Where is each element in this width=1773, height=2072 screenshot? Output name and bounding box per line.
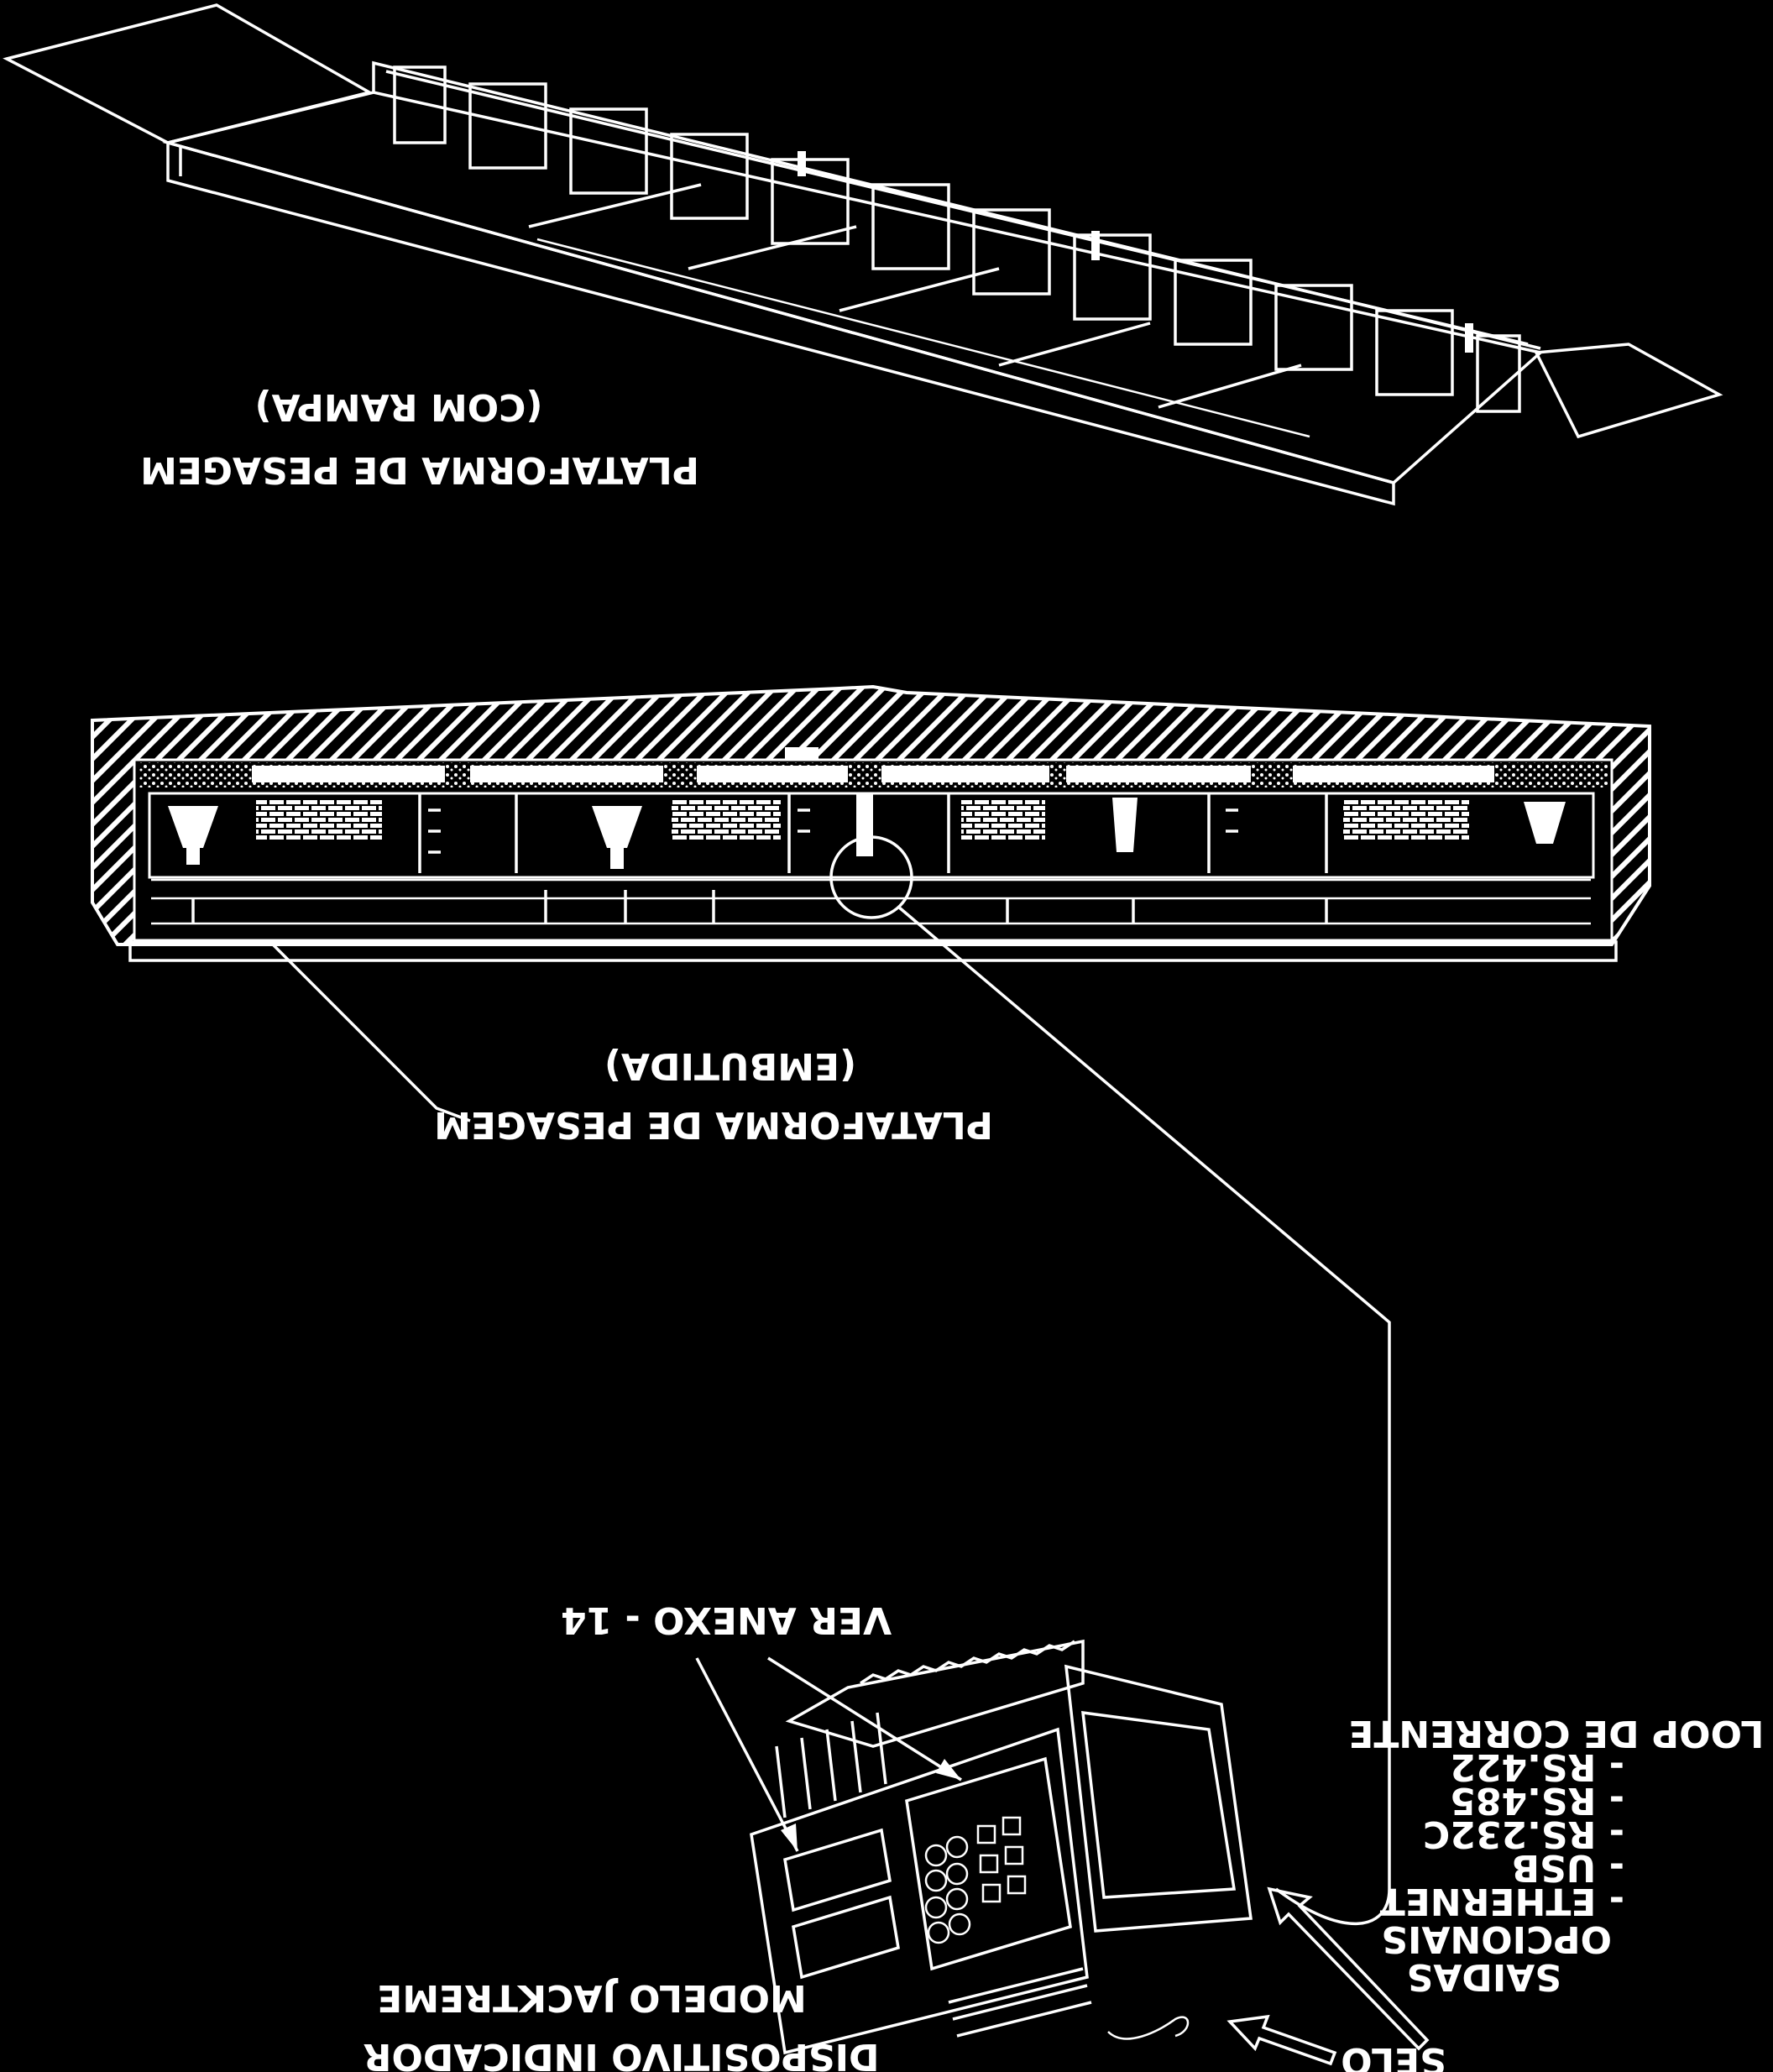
annex-leader-1 <box>695 1657 799 1852</box>
indicator-label-line2: MODELO JACKTREME <box>377 1976 807 2019</box>
output-option: - RS.232C <box>1423 1813 1624 1855</box>
connection-cable <box>897 905 1391 1926</box>
output-option: - RS.422 <box>1450 1745 1624 1788</box>
see-annex-label: VER ANEXO - 14 <box>561 1598 892 1641</box>
indicator-label-line1: DISPOSITIVO INDICADOR <box>363 2035 880 2072</box>
outputs-label-line2: OPCIONAIS <box>1381 1918 1612 1960</box>
output-option: - RS.485 <box>1450 1779 1624 1822</box>
outputs-arrow <box>1267 1886 1430 2051</box>
embedded-platform-label-line2: (EMBUTIDA) <box>604 1044 856 1087</box>
indicator-device-drawing <box>750 1639 1253 2055</box>
ramp-platform-label-line1: PLATAFORMA DE PESAGEM <box>140 448 699 491</box>
output-option: - USB <box>1511 1846 1624 1889</box>
output-options-list: - ETHERNET - USB - RS.232C - RS.485 - RS… <box>1348 1712 1773 1998</box>
embedded-platform-leader <box>271 943 471 1122</box>
embedded-platform-label-line1: PLATAFORMA DE PESAGEM <box>434 1103 993 1146</box>
output-option: - ETHERNET <box>1380 1880 1624 1923</box>
ramp-platform-label-line2: (COM RAMPA) <box>255 385 543 428</box>
seal-arrow <box>1226 2014 1337 2066</box>
annex-leader-2 <box>767 1656 962 1782</box>
platform-with-ramp-drawing <box>3 3 1723 506</box>
outputs-label-line1: SAIDAS <box>1407 1955 1561 1998</box>
seal-label: SELO <box>1341 2039 1446 2072</box>
output-option: - LOOP DE CORRENTE <box>1348 1712 1773 1755</box>
embedded-platform-drawing <box>91 684 1651 962</box>
